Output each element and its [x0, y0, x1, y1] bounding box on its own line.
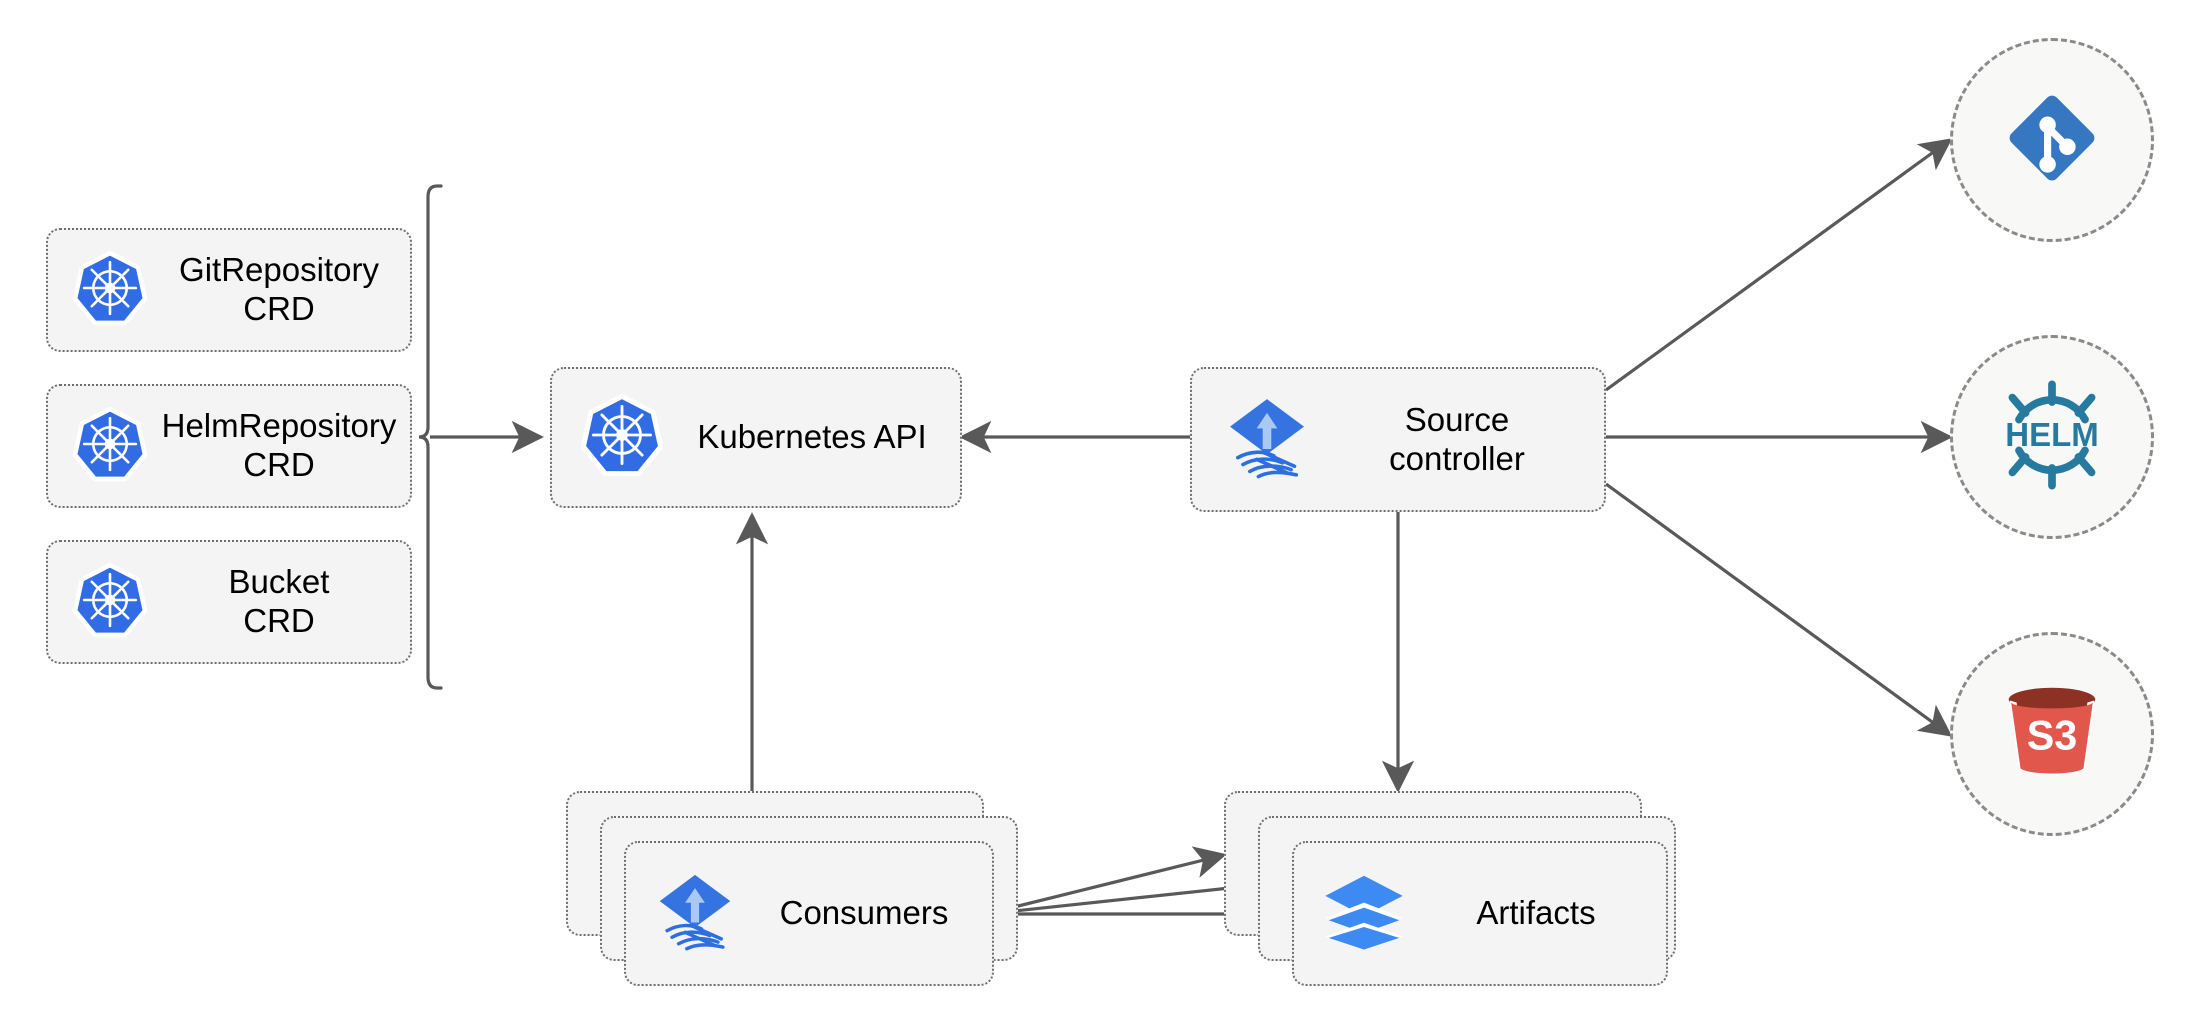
edge-consumers-to-artifacts-1 [985, 846, 1227, 916]
edge-consumers-to-artifacts-2 [985, 872, 1261, 916]
flux-icon [1224, 394, 1310, 485]
endpoint-git-repository[interactable] [1950, 38, 2154, 242]
node-label: Bucket CRD [228, 563, 330, 639]
node-helm-repository-crd[interactable]: HelmRepository CRD [46, 384, 412, 508]
flux-icon [654, 870, 736, 957]
layers-icon [1322, 869, 1406, 958]
git-icon [1997, 83, 2107, 198]
node-source-controller[interactable]: Source controller [1190, 367, 1606, 512]
node-label: HelmRepository CRD [161, 407, 397, 483]
edge-source-to-git [1605, 138, 1953, 392]
node-label: Consumers [779, 894, 949, 932]
node-label: Source controller [1389, 400, 1525, 477]
s3-label: S3 [2027, 712, 2078, 758]
helm-label: HELM [2005, 416, 2099, 453]
node-label: GitRepository CRD [179, 251, 379, 327]
kubernetes-icon [72, 562, 148, 643]
kubernetes-icon [580, 393, 664, 482]
node-consumers[interactable]: Consumers [624, 841, 994, 986]
node-label: Artifacts [1476, 894, 1596, 932]
node-bucket-crd[interactable]: Bucket CRD [46, 540, 412, 664]
kubernetes-icon [72, 250, 148, 331]
kubernetes-icon [72, 406, 148, 487]
node-git-repository-crd[interactable]: GitRepository CRD [46, 228, 412, 352]
helm-icon: HELM [1986, 369, 2118, 506]
crd-group-bracket [418, 184, 443, 690]
s3-icon: S3 [1993, 673, 2111, 796]
endpoint-helm-repository[interactable]: HELM [1950, 335, 2154, 539]
endpoint-s3-bucket[interactable]: S3 [1950, 632, 2154, 836]
node-kubernetes-api[interactable]: Kubernetes API [550, 367, 962, 508]
edge-source-to-s3 [1605, 482, 1953, 737]
node-label: Kubernetes API [697, 418, 927, 456]
node-artifacts[interactable]: Artifacts [1292, 841, 1668, 986]
